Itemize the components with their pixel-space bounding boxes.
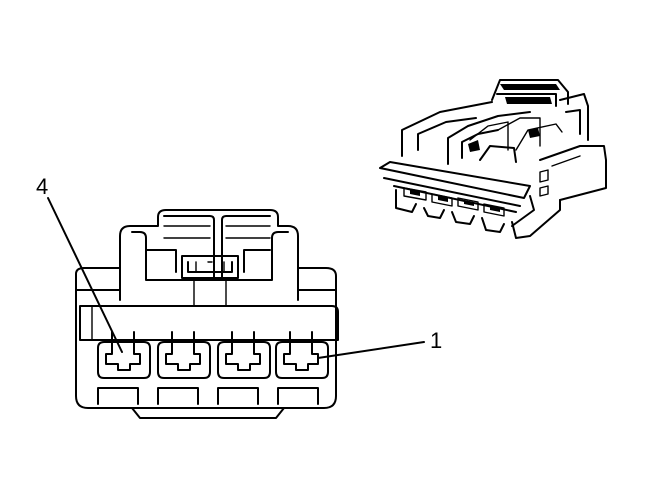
callout-label-pin-4: 4 xyxy=(36,174,49,199)
pin-cavity-2 xyxy=(217,341,271,379)
connector-front-view xyxy=(75,209,339,419)
housing-outline xyxy=(75,209,337,409)
connector-isometric-view xyxy=(379,79,607,239)
callout-leader-4 xyxy=(47,197,123,353)
callout-label-pin-1: 1 xyxy=(430,328,443,353)
pin-cavity-1 xyxy=(275,341,329,379)
callout-leader-1 xyxy=(317,341,425,359)
pin-cavity-4 xyxy=(97,341,151,379)
pin-cavity-3 xyxy=(157,341,211,379)
